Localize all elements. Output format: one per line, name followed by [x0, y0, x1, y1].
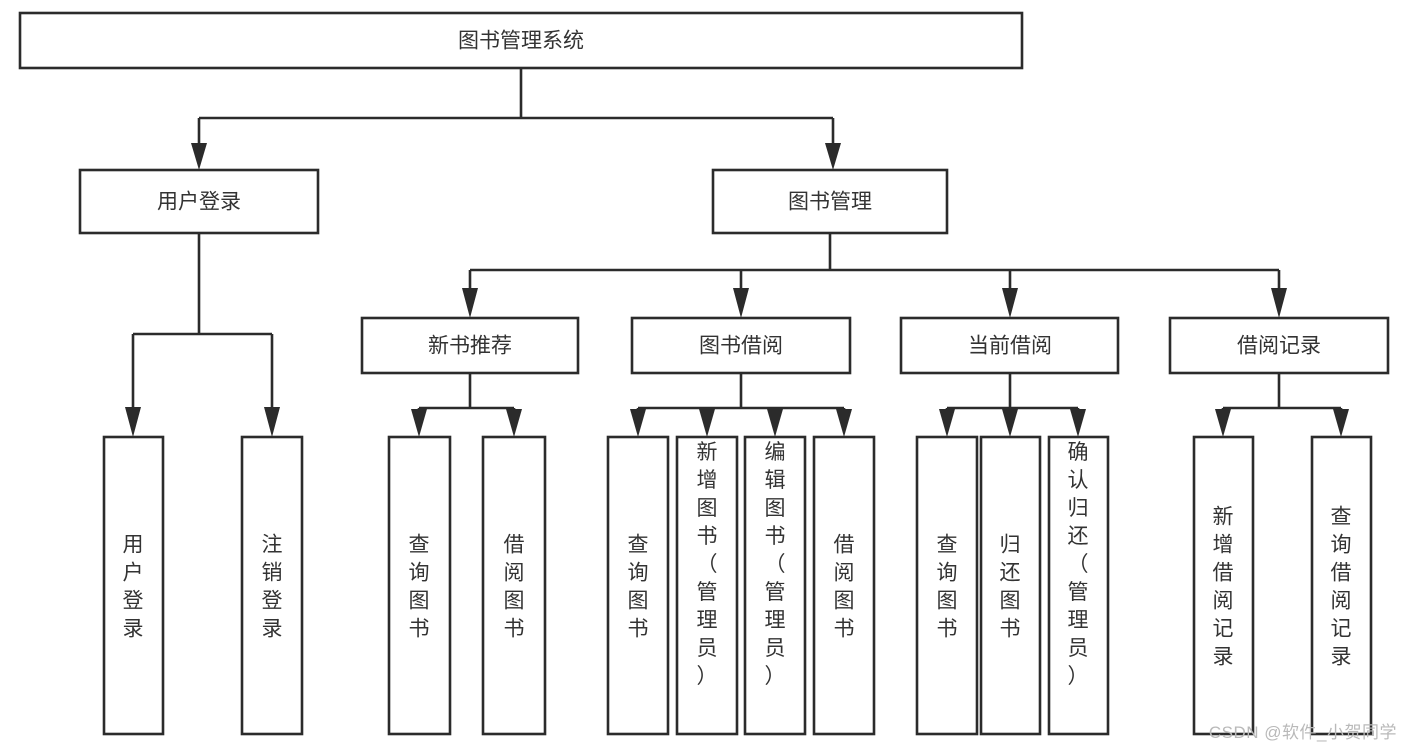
node-leaf-query-book-current-label: 查询图书	[937, 533, 958, 640]
arrow-to-leaf-query-book-borrow	[630, 409, 646, 437]
arrow-to-leaf-logout	[264, 407, 280, 437]
node-current-borrow-box[interactable]	[899, 316, 1120, 375]
node-root[interactable]: 图书管理系统	[18, 11, 1024, 70]
node-new-book-recommend-box[interactable]	[360, 316, 580, 375]
node-user-login[interactable]: 用户登录	[78, 168, 320, 235]
node-leaf-logout[interactable]: 注销登录	[240, 435, 304, 736]
node-book-management-box[interactable]	[711, 168, 949, 235]
node-leaf-query-book-borrow-box[interactable]	[606, 435, 670, 736]
node-root-label: 图书管理系统	[458, 30, 584, 53]
arrow-to-new-book-recommend	[462, 288, 478, 318]
arrow-to-leaf-confirm-return-admin	[1070, 409, 1086, 437]
node-borrow-record-box[interactable]	[1168, 316, 1390, 375]
node-new-book-recommend[interactable]: 新书推荐	[360, 316, 580, 375]
node-user-login-box[interactable]	[78, 168, 320, 235]
node-leaf-query-book-borrow-label: 查询图书	[628, 533, 649, 640]
node-leaf-user-login-label: 用户登录	[123, 533, 144, 640]
connector-new-book-recommend-bus	[417, 373, 516, 412]
node-leaf-query-borrow-record-box[interactable]	[1310, 435, 1373, 736]
node-leaf-confirm-return-admin-label: 确认归还（管理员）	[1068, 441, 1089, 688]
connector-book-management-bus	[468, 233, 1281, 292]
arrow-to-borrow-record	[1271, 288, 1287, 318]
node-leaf-return-book[interactable]: 归还图书	[979, 435, 1042, 736]
arrow-to-book-management	[825, 143, 841, 170]
node-user-login-label: 用户登录	[157, 191, 241, 214]
node-leaf-edit-book-admin[interactable]: 编辑图书（管理员）	[743, 435, 807, 736]
node-leaf-query-book-current[interactable]: 查询图书	[915, 435, 979, 736]
node-borrow-record[interactable]: 借阅记录	[1168, 316, 1390, 375]
node-leaf-edit-book-admin-label: 编辑图书（管理员）	[765, 441, 786, 688]
connector-current-borrow-bus	[945, 373, 1080, 412]
node-leaf-add-book-admin-label: 新增图书（管理员）	[697, 441, 718, 688]
node-leaf-add-book-admin[interactable]: 新增图书（管理员）	[675, 435, 739, 736]
node-new-book-recommend-label: 新书推荐	[428, 335, 512, 358]
node-book-borrow[interactable]: 图书借阅	[630, 316, 852, 375]
node-leaf-add-borrow-record[interactable]: 新增借阅记录	[1192, 435, 1255, 736]
node-leaf-query-borrow-record-label: 查询借阅记录	[1331, 505, 1352, 668]
node-leaf-query-book-recommend-box[interactable]	[387, 435, 452, 736]
arrow-to-user-login	[191, 143, 207, 170]
node-leaf-query-book-recommend-label: 查询图书	[409, 533, 430, 640]
node-root-box[interactable]	[18, 11, 1024, 70]
node-leaf-add-borrow-record-box[interactable]	[1192, 435, 1255, 736]
node-leaf-query-book-borrow[interactable]: 查询图书	[606, 435, 670, 736]
node-leaf-query-book-recommend[interactable]: 查询图书	[387, 435, 452, 736]
node-leaf-query-borrow-record[interactable]: 查询借阅记录	[1310, 435, 1373, 736]
node-leaf-confirm-return-admin-box[interactable]	[1047, 435, 1110, 736]
arrow-to-leaf-query-borrow-record	[1333, 409, 1349, 437]
node-leaf-add-borrow-record-label: 新增借阅记录	[1213, 505, 1234, 668]
connector-book-borrow-bus	[636, 373, 846, 412]
node-leaf-add-book-admin-box[interactable]	[675, 435, 739, 736]
node-leaf-borrow-book[interactable]: 借阅图书	[812, 435, 876, 736]
node-current-borrow-label: 当前借阅	[968, 335, 1052, 358]
node-borrow-record-label: 借阅记录	[1237, 335, 1321, 358]
node-leaf-logout-label: 注销登录	[262, 533, 283, 640]
node-leaf-borrow-book-recommend[interactable]: 借阅图书	[481, 435, 547, 736]
node-leaf-query-book-current-box[interactable]	[915, 435, 979, 736]
node-book-borrow-box[interactable]	[630, 316, 852, 375]
arrow-to-leaf-query-book-current	[939, 409, 955, 437]
leaf-layer: 用户登录 注销登录 查询图书 借阅图书 查询图书 新增图书（管理员）	[102, 435, 1373, 736]
node-leaf-edit-book-admin-box[interactable]	[743, 435, 807, 736]
node-leaf-user-login-box[interactable]	[102, 435, 165, 736]
node-leaf-borrow-book-recommend-box[interactable]	[481, 435, 547, 736]
connector-layer	[125, 68, 1349, 437]
csdn-watermark: CSDN @软件_小贺同学	[1208, 723, 1397, 742]
arrow-to-leaf-add-book-admin	[699, 409, 715, 437]
node-leaf-logout-box[interactable]	[240, 435, 304, 736]
node-leaf-return-book-label: 归还图书	[1000, 533, 1021, 640]
node-current-borrow[interactable]: 当前借阅	[899, 316, 1120, 375]
arrow-to-leaf-edit-book-admin	[767, 409, 783, 437]
node-leaf-return-book-box[interactable]	[979, 435, 1042, 736]
node-leaf-confirm-return-admin[interactable]: 确认归还（管理员）	[1047, 435, 1110, 736]
node-leaf-user-login[interactable]: 用户登录	[102, 435, 165, 736]
connector-root-bus	[197, 68, 835, 148]
arrow-to-leaf-return-book	[1002, 409, 1018, 437]
arrow-to-leaf-borrow-book	[836, 409, 852, 437]
node-leaf-borrow-book-box[interactable]	[812, 435, 876, 736]
node-book-management-label: 图书管理	[788, 191, 872, 214]
arrow-to-leaf-user-login	[125, 407, 141, 437]
connector-borrow-record-bus	[1221, 373, 1343, 412]
arrow-to-current-borrow	[1002, 288, 1018, 318]
arrow-to-leaf-add-borrow-record	[1215, 409, 1231, 437]
node-book-borrow-label: 图书借阅	[699, 335, 783, 358]
node-leaf-borrow-book-recommend-label: 借阅图书	[504, 533, 525, 640]
connector-user-login-bus	[131, 233, 274, 412]
arrow-to-book-borrow	[733, 288, 749, 318]
arrow-to-leaf-query-book-recommend	[411, 409, 427, 437]
node-book-management[interactable]: 图书管理	[711, 168, 949, 235]
arrow-to-leaf-borrow-book-recommend	[506, 409, 522, 437]
node-leaf-borrow-book-label: 借阅图书	[834, 533, 855, 640]
